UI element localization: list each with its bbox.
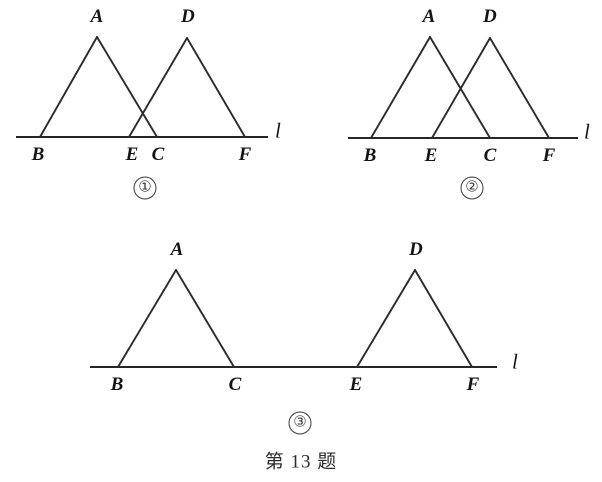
figure-1-apex-label-a: A	[90, 6, 104, 27]
figure-3-triangle-abc-left-side	[117, 269, 177, 368]
figure-2-point-label-c: C	[483, 145, 497, 166]
figure-3-triangle-def-left-side	[356, 269, 416, 368]
figure-3-point-label-e: E	[349, 374, 363, 395]
figure-3-triangle-def-right-side	[414, 269, 473, 368]
figure-1-triangle-abc-left-side	[39, 36, 98, 138]
figure-3-number-badge: ③	[288, 411, 312, 435]
svg-geometry-group	[16, 36, 578, 369]
figure-1-point-label-e: E	[125, 144, 139, 165]
figure-2-apex-label-d: D	[483, 6, 497, 27]
figure-2-triangle-abc-left-side	[370, 36, 431, 139]
figure-1-triangle-def-left-side	[128, 37, 188, 138]
figure-2-apex-label-a: A	[422, 6, 436, 27]
figure-1-point-label-c: C	[151, 144, 165, 165]
figure-3-point-label-c: C	[228, 374, 242, 395]
figure-2-line-label-l: l	[583, 119, 591, 144]
figure-2-triangle-abc-right-side	[429, 36, 491, 139]
figure-1-triangle-abc-right-side	[96, 36, 158, 138]
figure-1-number-badge: ①	[133, 176, 157, 200]
figure-2-point-label-b: B	[363, 145, 377, 166]
figure-1-line-label-l: l	[274, 118, 282, 143]
figure-3-apex-label-a: A	[170, 239, 184, 260]
figure-3-triangle-abc-right-side	[175, 269, 235, 368]
figure-2-point-label-e: E	[424, 145, 438, 166]
figure-3-line-label-l: l	[511, 349, 519, 374]
figure-2-number-badge: ②	[460, 176, 484, 200]
figure-1-triangle-def-right-side	[186, 37, 246, 138]
figure-1-point-label-b: B	[31, 144, 45, 165]
figure-3-point-label-f: F	[466, 374, 480, 395]
figure-2-triangle-def-left-side	[431, 37, 491, 139]
figure-3-point-label-b: B	[110, 374, 124, 395]
figure-1-apex-label-d: D	[181, 6, 195, 27]
figure-3-apex-label-d: D	[409, 239, 423, 260]
figure-2-triangle-def-right-side	[489, 37, 550, 139]
figure-2-point-label-f: F	[542, 145, 556, 166]
figure-1-point-label-f: F	[238, 144, 252, 165]
figure-caption: 第 13 题	[264, 451, 338, 473]
